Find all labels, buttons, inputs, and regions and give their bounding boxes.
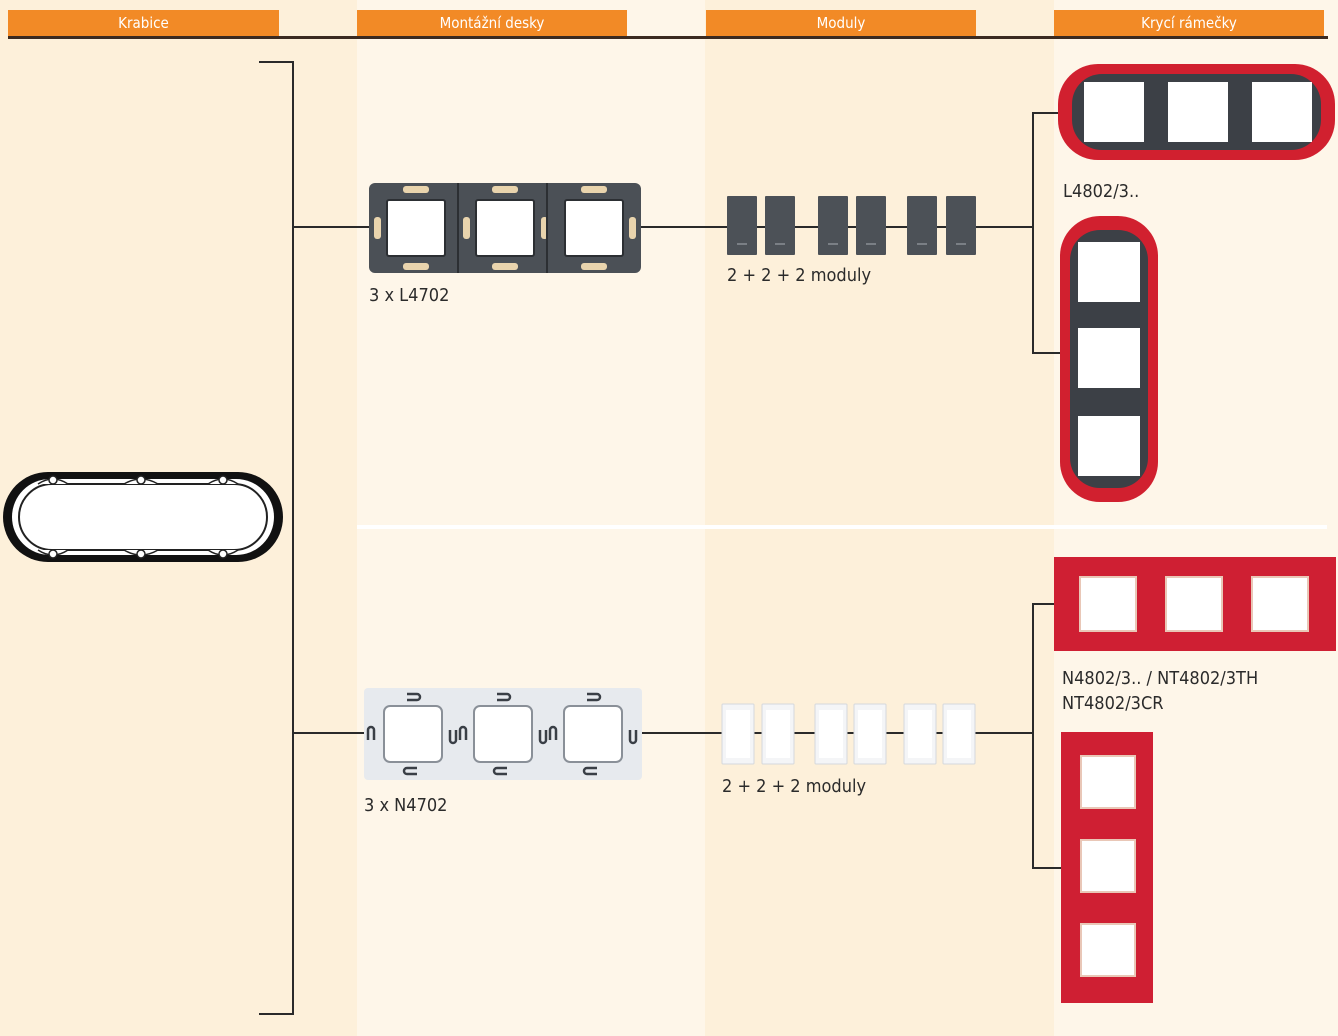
plate-label-1: 3 x L4702 [369,285,450,306]
frame-label-2-line-1: N4802/3.. / NT4802/3TH [1062,668,1259,689]
module-item [721,703,755,765]
header-rule [8,36,1328,39]
module-item [942,703,976,765]
plate-label-2: 3 x N4702 [364,795,448,816]
module-item [856,196,886,255]
header-modules: Moduly [706,10,976,36]
module-item [761,703,795,765]
header-frames: Krycí rámečky [1054,10,1324,36]
connector-box-to-plate-2 [292,732,370,734]
module-item [946,196,976,255]
frame-vertical-image-2 [1061,732,1153,1003]
frames-bracket-vertical-2 [1032,603,1034,869]
frames-bracket-vertical-1 [1032,112,1034,354]
module-label-1: 2 + 2 + 2 moduly [727,265,872,286]
module-item [818,196,848,255]
module-label-2: 2 + 2 + 2 moduly [722,776,867,797]
module-item [903,703,937,765]
plates-column-band [357,0,705,1036]
row-separator [357,525,1327,529]
bracket-top [259,61,294,63]
frame-label-2-line-2: NT4802/3CR [1062,693,1164,714]
header-plates: Montážní desky [357,10,627,36]
frame-label-1-line-1: L4802/3.. [1063,181,1140,202]
module-item [727,196,757,255]
frame-vertical-image-1 [1060,216,1158,502]
bracket-vertical [292,61,294,1015]
header-boxes: Krabice [8,10,279,36]
mounting-plate-image-2 [364,688,642,780]
frames-bracket-top-1 [1032,112,1060,114]
frames-bracket-bottom-1 [1032,352,1060,354]
frames-bracket-bottom-2 [1032,867,1062,869]
module-item [814,703,848,765]
module-item [853,703,887,765]
frame-horizontal-image-2 [1054,557,1336,651]
frame-horizontal-image-1 [1058,64,1335,160]
bracket-bottom [259,1013,294,1015]
mounting-plate-image-1 [369,183,641,273]
connector-box-to-plate-1 [292,226,370,228]
triple-box-image [3,472,283,562]
module-item [907,196,937,255]
module-item [765,196,795,255]
